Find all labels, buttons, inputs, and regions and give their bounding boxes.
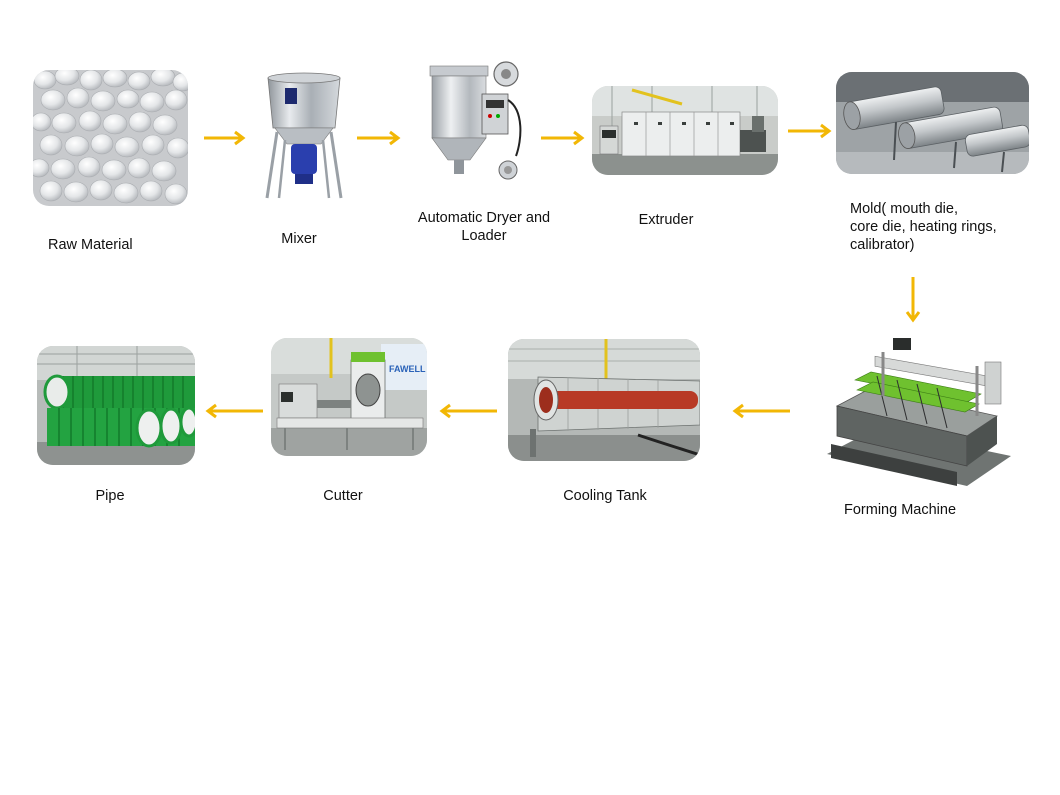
raw-material-photo <box>33 70 188 206</box>
flow-arrow-right-2 <box>357 130 401 146</box>
forming-machine-photo <box>817 336 1011 490</box>
cutter-photo: FAWELL <box>271 338 427 456</box>
cooling-tank-label: Cooling Tank <box>563 488 647 504</box>
raw-material-label: Raw Material <box>48 237 133 253</box>
pipe-label: Pipe <box>95 488 125 504</box>
flow-arrow-left-2 <box>439 403 497 419</box>
dryer-loader-label: Automatic Dryer and Loader <box>417 210 551 244</box>
cooling-tank-photo <box>508 339 700 461</box>
extruder-label: Extruder <box>638 212 694 228</box>
flow-arrow-down <box>905 277 921 323</box>
forming-machine-label: Forming Machine <box>843 502 957 518</box>
flow-arrow-right-1 <box>204 130 246 146</box>
mold-label: Mold( mouth die, core die, heating rings… <box>850 201 997 253</box>
mixer-photo <box>263 70 345 202</box>
flow-arrow-right-3 <box>541 130 585 146</box>
cutter-label: Cutter <box>323 488 363 504</box>
extruder-photo <box>592 86 778 175</box>
mixer-label: Mixer <box>281 231 317 247</box>
pipe-photo <box>37 346 195 465</box>
mold-photo <box>836 72 1029 174</box>
flow-arrow-left-1 <box>732 403 790 419</box>
dryer-loader-photo <box>424 60 529 188</box>
flow-arrow-left-3 <box>205 403 263 419</box>
flow-arrow-right-4 <box>788 123 832 139</box>
cutter-brand-text: FAWELL <box>389 364 426 374</box>
